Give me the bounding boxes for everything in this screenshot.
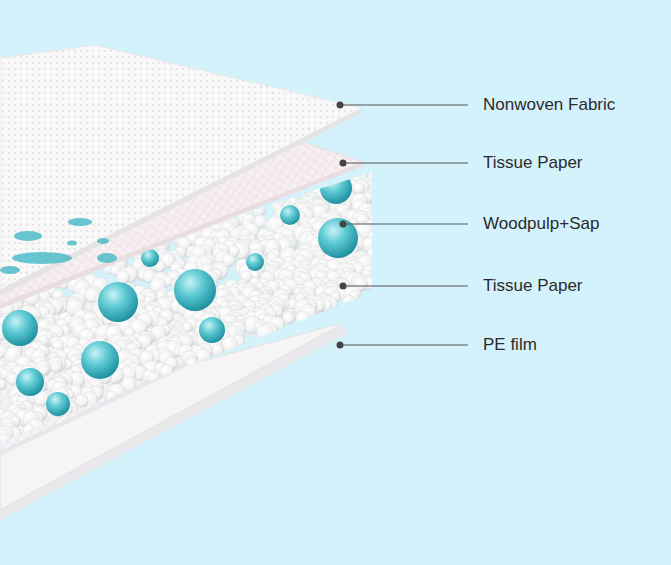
sap-sphere xyxy=(174,269,216,311)
layer-label: Woodpulp+Sap xyxy=(483,214,599,234)
pulp-bead xyxy=(106,391,118,403)
pulp-bead xyxy=(211,344,223,356)
pulp-bead xyxy=(182,322,192,332)
pulp-bead xyxy=(222,337,238,353)
pulp-bead xyxy=(148,372,160,384)
sap-sphere xyxy=(199,317,225,343)
bottom-tissue-edge xyxy=(0,286,346,456)
sap-sphere xyxy=(246,253,264,271)
nonwoven-fabric xyxy=(0,45,362,290)
layer-label: Nonwoven Fabric xyxy=(483,95,615,115)
layer-label: PE film xyxy=(483,335,537,355)
pulp-bead xyxy=(0,433,10,445)
pulp-bead xyxy=(116,270,130,284)
sap-sphere xyxy=(98,282,138,322)
leader-lines xyxy=(337,102,469,349)
pulp-bead xyxy=(353,182,365,194)
pulp-bead xyxy=(0,429,12,446)
layer-label: Tissue Paper xyxy=(483,276,583,296)
pulp-bead xyxy=(76,394,89,407)
pulp-bead xyxy=(186,357,198,369)
pulp-bead xyxy=(296,311,311,326)
water-drops xyxy=(0,218,117,274)
sap-sphere xyxy=(46,392,70,416)
layer-label: Tissue Paper xyxy=(483,153,583,173)
pulp-bead xyxy=(23,424,35,436)
pulp-bead xyxy=(342,295,355,308)
sap-sphere xyxy=(16,368,44,396)
sap-sphere xyxy=(2,310,38,346)
pulp-bead xyxy=(0,378,7,390)
sap-sphere xyxy=(280,205,300,225)
sap-sphere xyxy=(81,341,119,379)
pulp-bead xyxy=(50,361,61,372)
pulp-bead xyxy=(160,364,173,377)
pulp-bead xyxy=(256,324,273,341)
